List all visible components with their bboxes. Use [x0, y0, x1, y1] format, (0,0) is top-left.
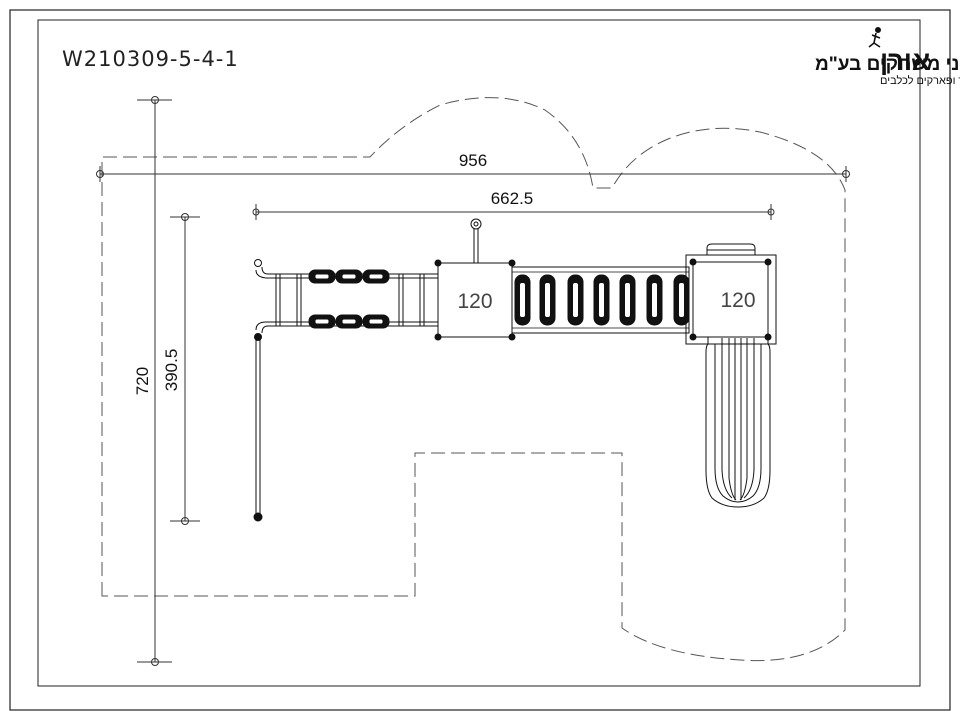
- dimension-total-depth: [137, 96, 172, 666]
- company-logo: אורן מתקני משחקים בע"מ ריהוט רחוב, מתקני…: [815, 26, 960, 87]
- access-pole: [253, 338, 263, 522]
- left-platform: 120: [434, 259, 516, 341]
- company-tagline: ריהוט רחוב, מתקני כושר ופארקים לכלבים: [880, 74, 960, 87]
- dimension-structure-width: [252, 204, 775, 220]
- slide-entry-rail: [706, 243, 756, 255]
- horizontal-ladder: [254, 259, 438, 341]
- total-depth-label: 720: [133, 367, 152, 395]
- dimension-total-width: [96, 166, 850, 182]
- right-platform: 120: [685, 254, 777, 345]
- drawing-code: W210309-5-4-1: [62, 47, 239, 71]
- company-name: מתקני משחקים בע"מ: [815, 54, 960, 75]
- total-width-label: 956: [459, 151, 487, 170]
- structure-width-label: 662.5: [491, 189, 534, 208]
- left-platform-height: 120: [457, 290, 492, 313]
- safety-zone-outline: [101, 97, 846, 662]
- periscope-post: [470, 218, 482, 263]
- structure-depth-label: 390.5: [162, 349, 181, 392]
- tire-bridge: [511, 266, 690, 334]
- tire-swing-rings: [308, 269, 390, 329]
- inner-frame: [37, 19, 921, 687]
- dimension-structure-depth: [170, 213, 200, 525]
- logo-text: אורן: [880, 46, 930, 76]
- logo-figure-icon: [868, 26, 881, 48]
- outer-border: [9, 9, 951, 711]
- right-platform-height: 120: [720, 289, 755, 312]
- slide: [705, 337, 771, 508]
